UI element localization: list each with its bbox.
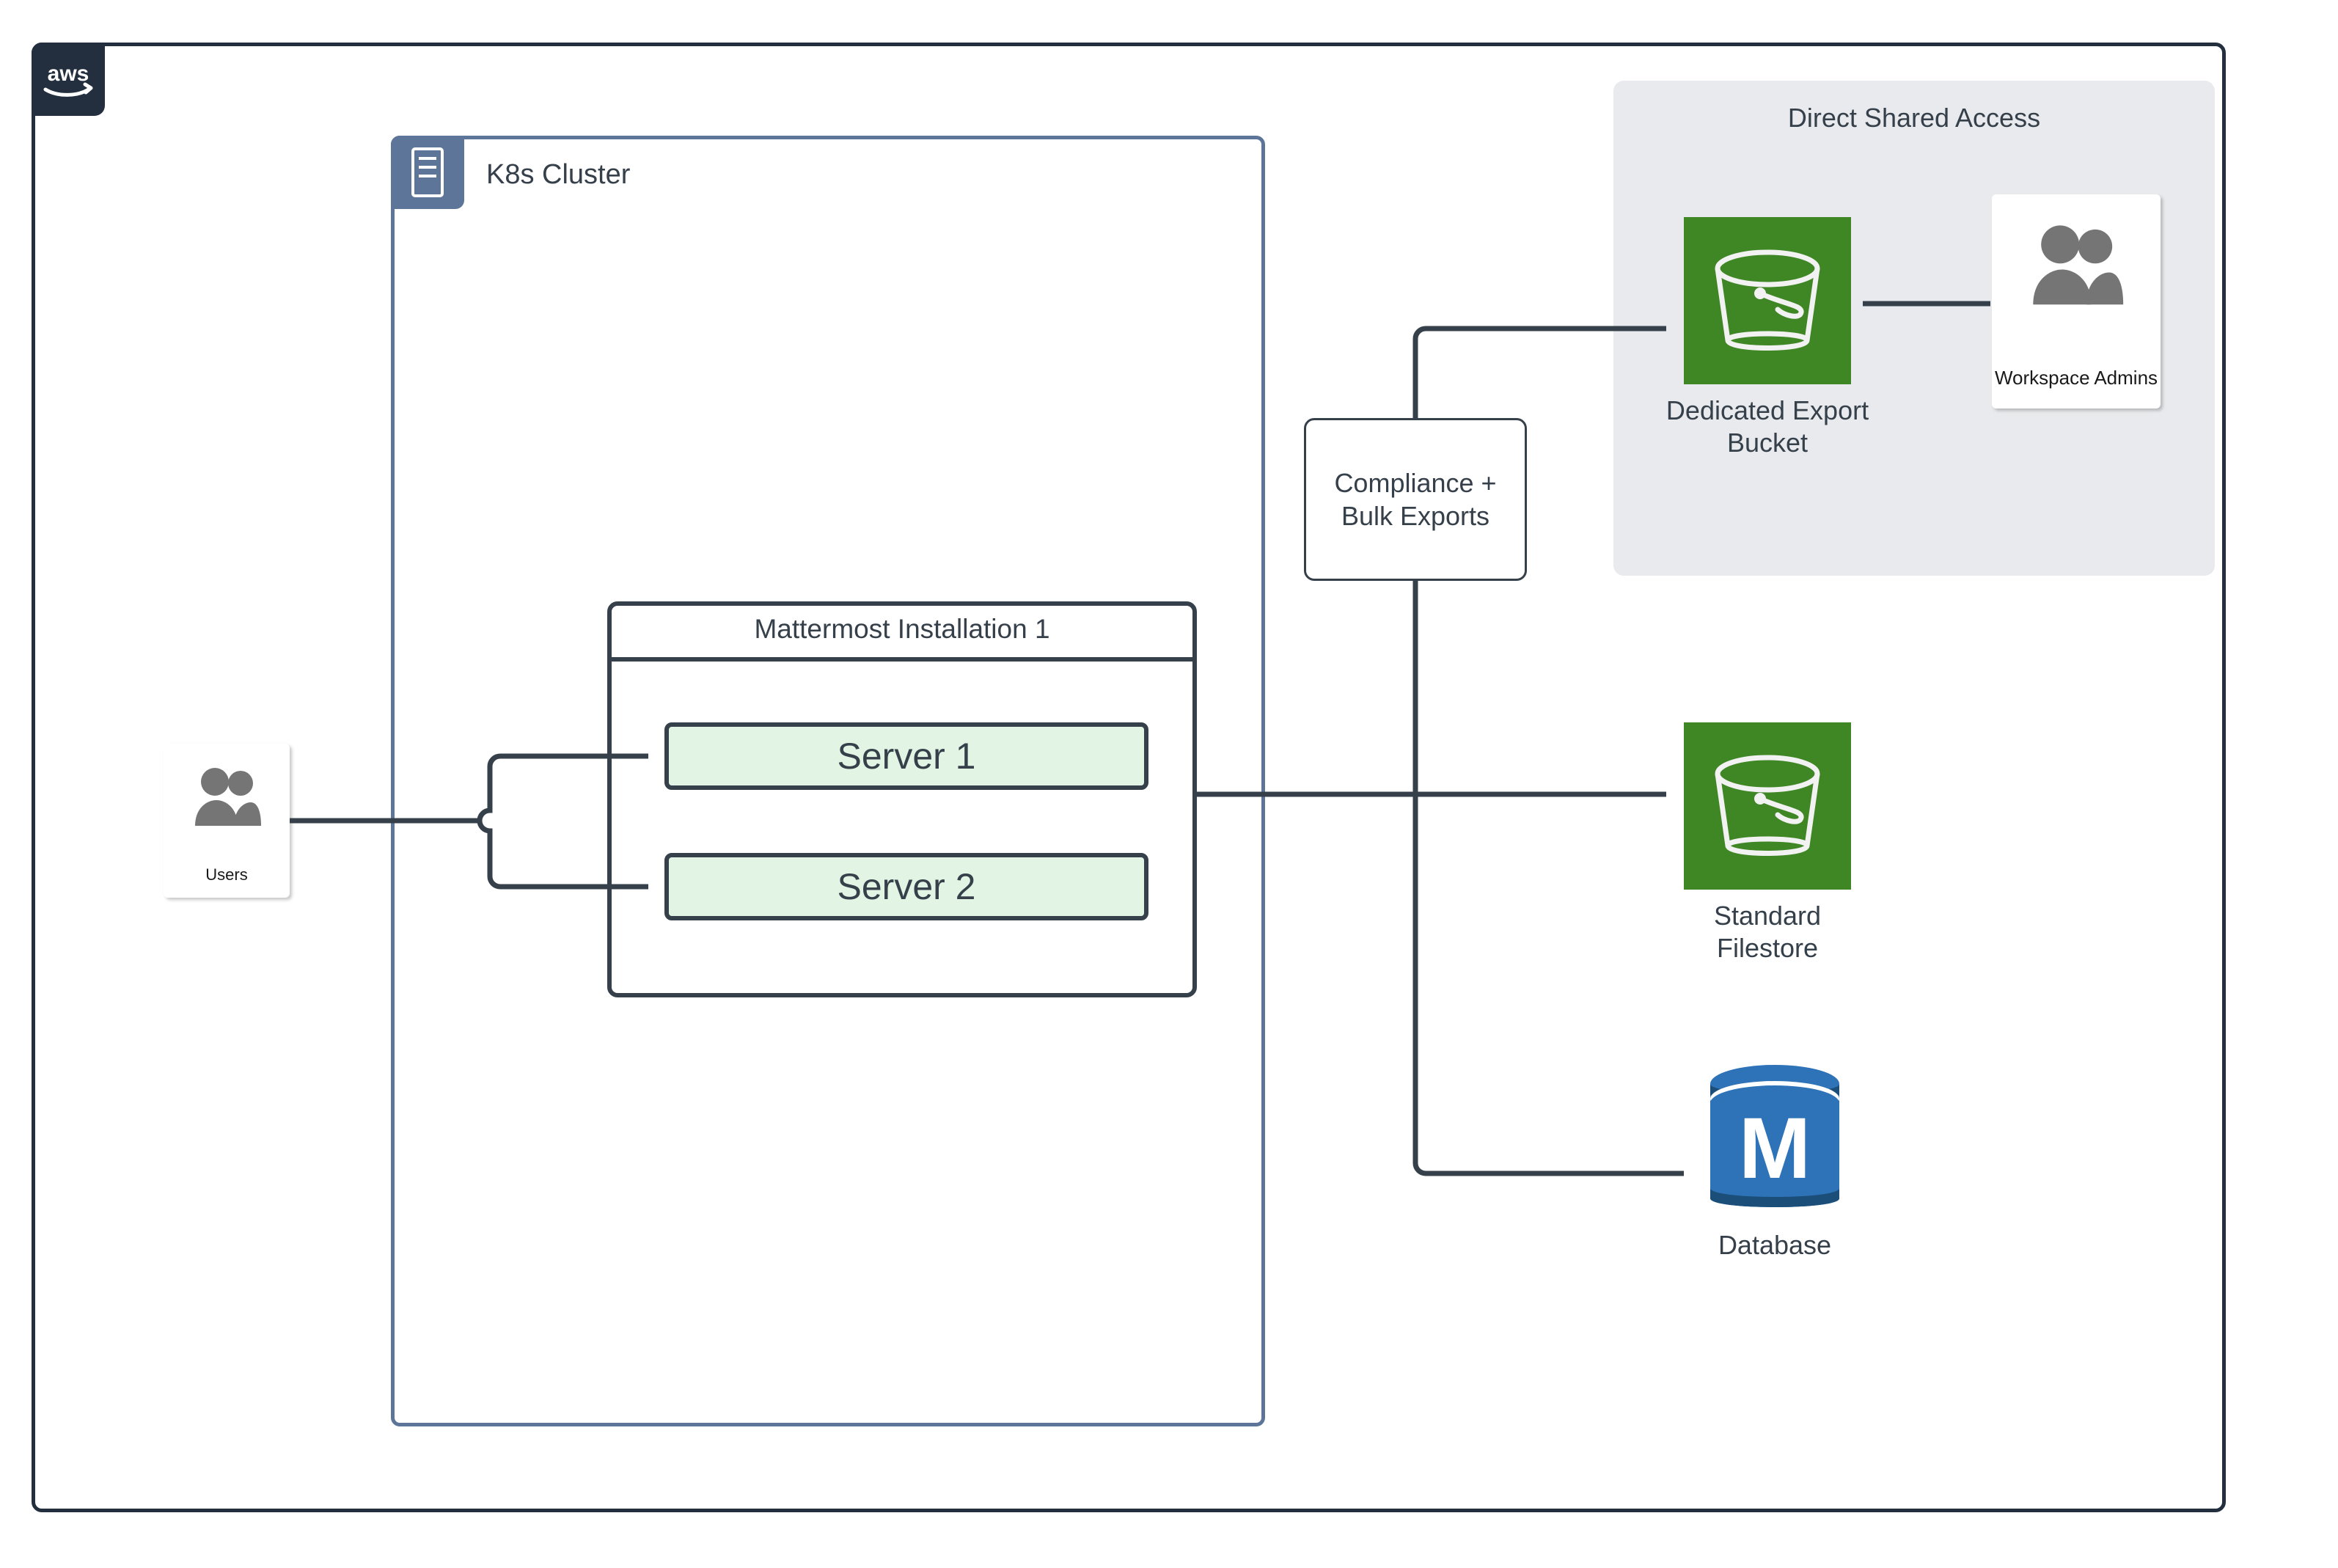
standard-filestore-node[interactable]: Standard Filestore [1684,722,1851,964]
s3-bucket-icon [1684,217,1851,384]
aws-cloud-boundary [32,43,2226,1512]
users-group-icon [195,768,261,826]
users-group-icon [2033,225,2124,305]
server-node-1[interactable]: Server 1 [664,722,1148,790]
k8s-cluster-label: K8s Cluster [486,159,631,190]
direct-shared-access-title: Direct Shared Access [1787,103,2041,133]
compliance-label-line-1: Compliance + [1334,468,1497,498]
workspace-admins-node[interactable]: Workspace Admins [1992,194,2161,409]
compliance-label-line-2: Bulk Exports [1341,501,1490,531]
svg-text:M: M [1739,1100,1811,1197]
s3-bucket-icon [1684,722,1851,890]
database-label: Database [1718,1230,1832,1260]
server-2-label: Server 2 [837,866,976,907]
server-node-2[interactable]: Server 2 [664,853,1148,920]
mattermost-installation-title-bar: Mattermost Installation 1 [607,601,1197,662]
dedicated-export-bucket-label: Dedicated Export Bucket [1665,395,1869,458]
workspace-admins-label: Workspace Admins [1994,367,2158,389]
compliance-label: Compliance + Bulk Exports [1334,466,1496,532]
aws-logo-icon: aws [32,43,105,116]
dedicated-export-bucket-node[interactable]: Dedicated Export Bucket [1666,217,1885,459]
compliance-bulk-exports-node[interactable]: Compliance + Bulk Exports [1304,418,1527,581]
mattermost-installation-label: Mattermost Installation 1 [754,614,1050,644]
users-node[interactable]: Users [164,744,290,898]
standard-filestore-label: Standard Filestore [1713,901,1822,963]
server-1-label: Server 1 [837,736,976,777]
users-label: Users [205,865,248,884]
mattermost-database-icon: M [1710,1065,1839,1207]
server-rack-icon [391,136,464,209]
k8s-cluster-boundary [391,136,1265,1426]
database-node[interactable]: M Database [1701,1062,1848,1261]
svg-text:aws: aws [48,62,89,86]
mattermost-installation-box [607,601,1197,997]
